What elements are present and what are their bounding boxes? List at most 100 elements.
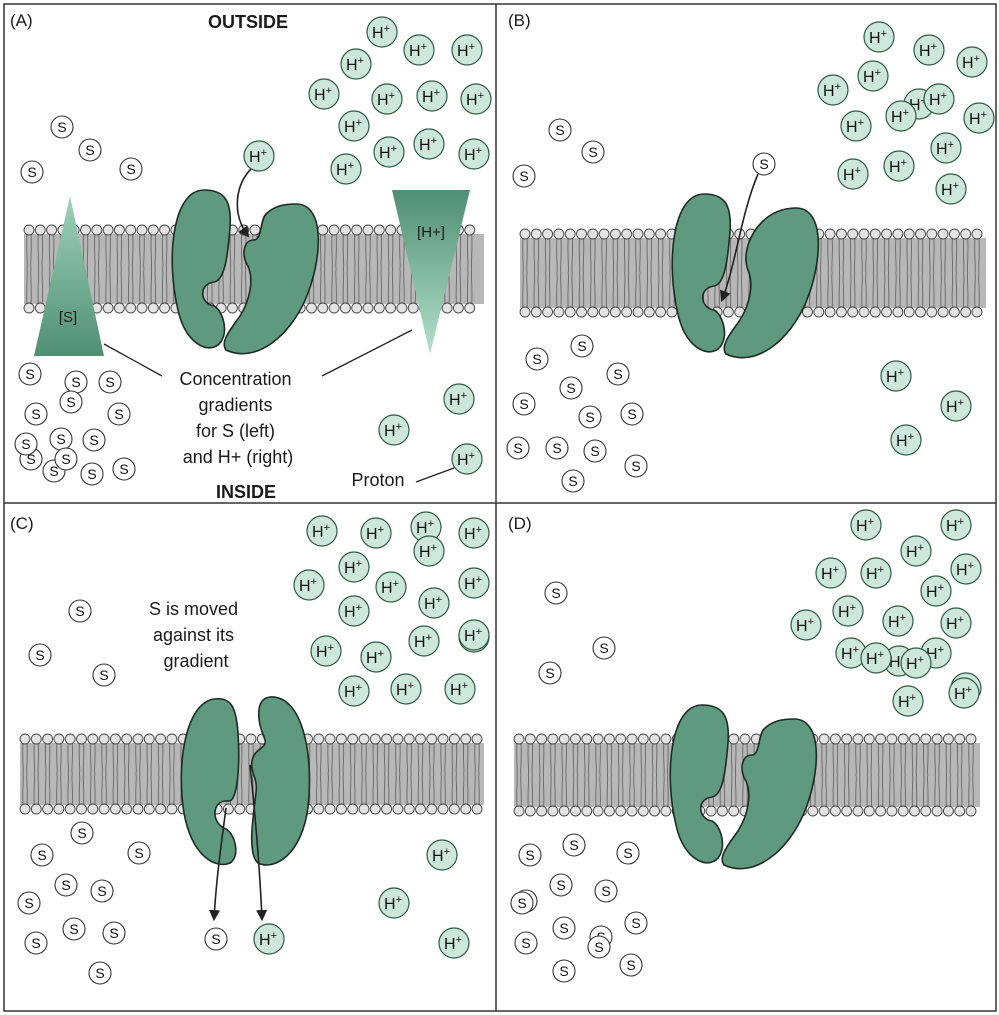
substrate: S (59, 390, 83, 414)
svg-text:S: S (21, 436, 30, 452)
lipid-head (23, 224, 35, 236)
gradient-callout-line-left (103, 343, 163, 377)
proton-exit-arrow (249, 764, 268, 922)
lipid-head (441, 302, 453, 314)
symporter-subunit-right (250, 696, 311, 866)
proton: H+ (817, 74, 849, 106)
proton: H+ (940, 509, 972, 541)
lipid-head (536, 733, 548, 745)
substrate: S (510, 891, 534, 915)
svg-text:S: S (623, 845, 632, 861)
proton: H+ (426, 839, 458, 871)
lipid-head (155, 803, 167, 815)
proton: H+ (444, 673, 476, 705)
lipid-head (426, 733, 438, 745)
svg-text:S: S (37, 847, 46, 863)
proton: H+ (338, 675, 370, 707)
svg-text:S: S (61, 877, 70, 893)
svg-text:S: S (627, 406, 636, 422)
lipid-head (965, 733, 977, 745)
symporter-subunit-left (669, 704, 730, 864)
lipid-head (80, 224, 91, 236)
lipid-head (317, 302, 329, 314)
lipid-head (109, 803, 121, 815)
lipid-head (553, 228, 565, 240)
statement-line3: gradient (163, 651, 228, 671)
lipid-head (542, 228, 554, 240)
lipid-head (335, 803, 347, 815)
lipid-head (34, 302, 46, 314)
lipid-head (558, 733, 570, 745)
substrate: S (204, 927, 228, 951)
lipid-head (42, 733, 54, 745)
lipid-head (847, 306, 859, 318)
lipid-head (592, 733, 604, 745)
lipid-head (960, 228, 972, 240)
proton: H+ (451, 443, 483, 475)
svg-text:S: S (24, 895, 33, 911)
substrate: S (559, 376, 583, 400)
lipid-head (98, 733, 110, 745)
svg-text:S: S (126, 161, 135, 177)
lipid-head (937, 306, 949, 318)
symporter-subunit-right (223, 203, 320, 355)
lipid-head (358, 733, 370, 745)
lipid-head (328, 224, 340, 236)
substrate: S (107, 402, 131, 426)
proton: H+ (892, 685, 924, 717)
lipid-head (403, 803, 415, 815)
svg-text:S: S (61, 451, 70, 467)
gradient-callout-line2: gradients (198, 395, 272, 415)
proton: H+ (413, 535, 445, 567)
proton-gradient-label: [H+] (417, 224, 445, 241)
substrate: S (549, 873, 573, 897)
figure-border (3, 3, 997, 1012)
substrate-gradient-wedge (34, 196, 104, 356)
svg-text:S: S (566, 380, 575, 396)
panel-a: (A) OUTSIDE INSIDE [S] [H+] Concentratio… (10, 11, 492, 502)
symporter-protein (171, 189, 320, 355)
lipid-head (829, 733, 841, 745)
lipid-head (396, 302, 408, 314)
substrate: S (594, 879, 618, 903)
lipid-head (351, 302, 363, 314)
proton: H+ (413, 128, 445, 160)
svg-text:S: S (552, 440, 561, 456)
symporter-protein (180, 696, 311, 866)
lipid-head (513, 733, 525, 745)
lipid-head (53, 803, 65, 815)
lipid-head (920, 805, 932, 817)
lipid-head (339, 224, 351, 236)
proton: H+ (882, 605, 914, 637)
lipid-head (313, 803, 325, 815)
proton: H+ (963, 102, 995, 134)
svg-text:S: S (69, 921, 78, 937)
gradient-callout-line1: Concentration (179, 369, 291, 389)
svg-text:S: S (551, 585, 560, 601)
lipid-head (159, 224, 171, 236)
lipid-head (818, 733, 830, 745)
svg-text:S: S (97, 883, 106, 899)
lipid-head (125, 302, 137, 314)
svg-text:S: S (521, 935, 530, 951)
svg-text:S: S (71, 374, 80, 390)
substrate: S (64, 370, 88, 394)
lipid-head (91, 224, 103, 236)
substrate: S (561, 469, 585, 493)
lipid-head (136, 224, 148, 236)
lipid-head (609, 228, 621, 240)
lipid-head (136, 302, 148, 314)
substrate: S (127, 841, 151, 865)
substrate: S (578, 405, 602, 429)
lipid-head (87, 803, 99, 815)
substrate-gradient-label: [S] (59, 309, 77, 326)
proton: H+ (923, 83, 955, 115)
lipid-head (358, 803, 370, 815)
proton: H+ (310, 635, 342, 667)
panel-label: (D) (508, 514, 532, 533)
lipid-head (385, 224, 397, 236)
substrate: S (14, 432, 38, 456)
lipid-head (863, 805, 875, 817)
lipid-head (369, 803, 381, 815)
